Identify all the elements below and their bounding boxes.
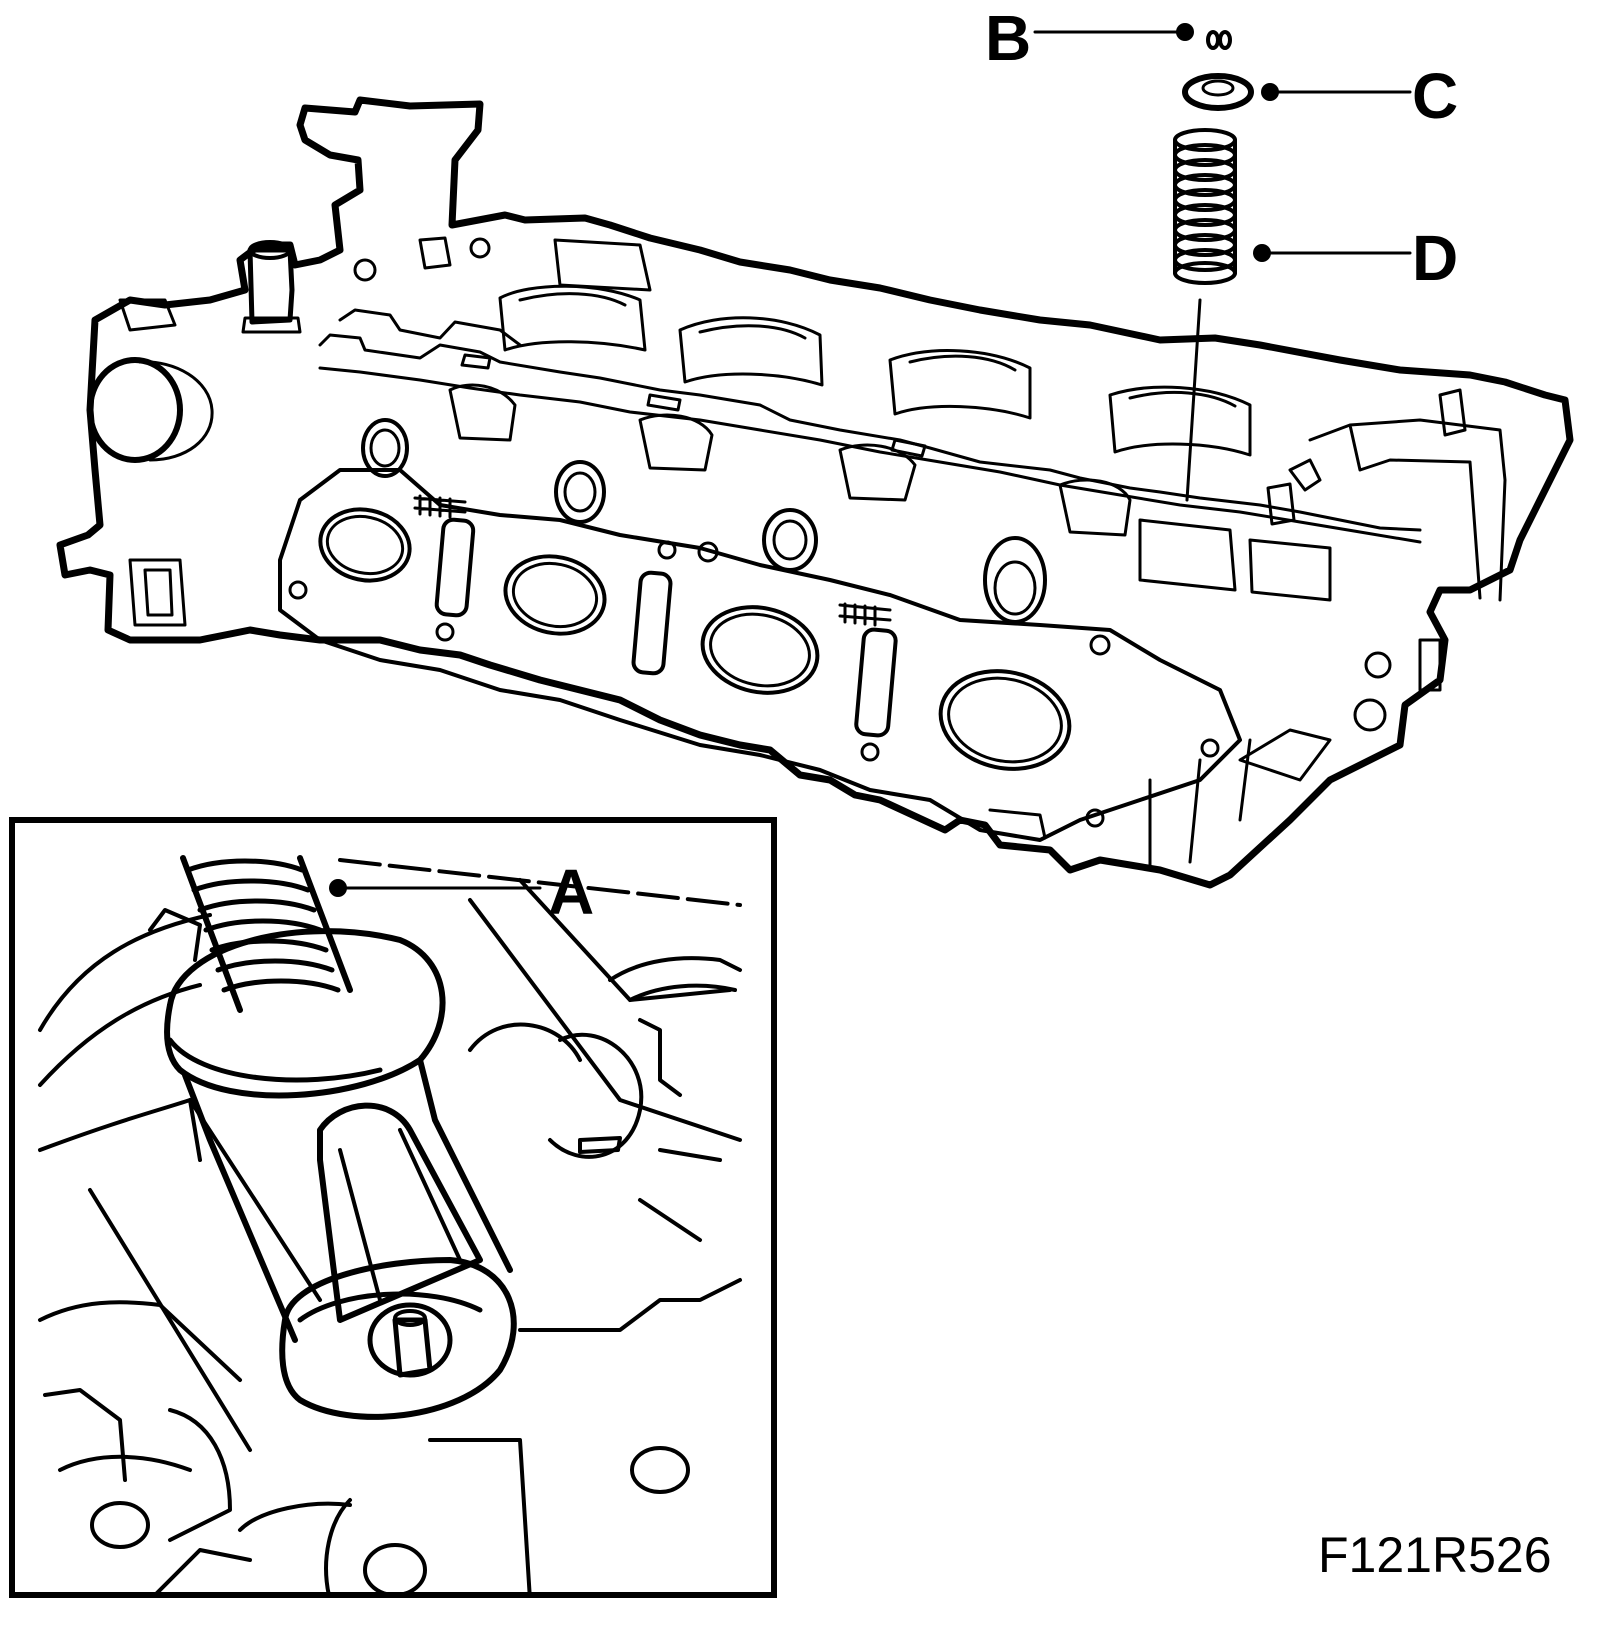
valve-spring	[1173, 128, 1237, 285]
bolt-bosses	[361, 418, 1047, 624]
inset-detail	[9, 817, 777, 1598]
callout-a: A	[548, 856, 595, 928]
callout-b: B	[985, 2, 1032, 74]
bearing-rail	[318, 333, 1422, 532]
valve-collets	[1206, 30, 1232, 50]
leader-a-dot	[329, 879, 347, 897]
exhaust-ports	[318, 507, 1072, 771]
callout-c: C	[1412, 60, 1459, 132]
figure-id: F121R526	[1318, 1527, 1552, 1583]
cylinder-head	[56, 96, 1574, 889]
exhaust-flange	[278, 468, 1242, 842]
spring-retainer	[1182, 73, 1254, 111]
leader-d-dot	[1253, 244, 1271, 262]
valve-parts	[1173, 30, 1254, 285]
leader-lines	[1033, 23, 1412, 262]
inset-frame	[9, 817, 777, 1598]
callout-d: D	[1412, 222, 1459, 294]
leader-c-dot	[1261, 83, 1279, 101]
coolant-outlet	[87, 357, 183, 463]
leader-b-dot	[1176, 23, 1194, 41]
compressor-tool	[164, 855, 517, 1420]
